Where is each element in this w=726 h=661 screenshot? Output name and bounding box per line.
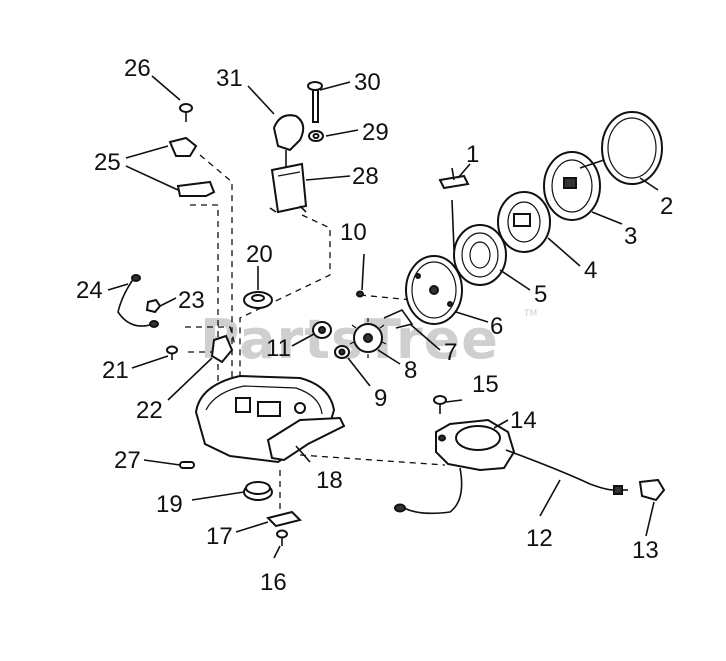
part-29-washer: [308, 130, 324, 142]
part-26-screw: [179, 103, 193, 122]
callout-14: 14: [510, 407, 537, 434]
callout-30: 30: [354, 69, 381, 96]
part-27-pin: [179, 461, 195, 469]
callout-27: 27: [114, 447, 141, 474]
callout-9: 9: [374, 385, 387, 412]
part-30-bolt: [307, 81, 323, 123]
callout-3: 3: [624, 223, 637, 250]
part-6-pulley: [405, 255, 463, 325]
part-17-plate: [266, 510, 302, 528]
callout-10: 10: [340, 219, 367, 246]
part-22-clip: [210, 334, 234, 364]
callout-4: 4: [584, 257, 597, 284]
part-12-ht-lead: [394, 449, 615, 515]
part-7-pawl: [383, 309, 414, 329]
callout-21: 21: [102, 357, 129, 384]
part-25-bracket: [168, 136, 216, 197]
callout-11: 11: [266, 335, 291, 362]
callout-6: 6: [490, 313, 503, 340]
part-24-lead-wire: [117, 274, 159, 328]
callout-13: 13: [632, 537, 659, 564]
callout-28: 28: [352, 163, 379, 190]
part-13-plug-cap: [613, 478, 666, 502]
part-23-nut: [145, 298, 162, 314]
assembly-dashed-lines: [185, 154, 446, 515]
part-14-coil: [435, 418, 516, 472]
leader-lines: [107, 75, 659, 559]
part-15-screw: [433, 395, 447, 414]
part-10-screw: [356, 290, 364, 298]
part-19-bushing: [243, 481, 273, 501]
callout-29: 29: [362, 119, 389, 146]
watermark-tm: TM: [523, 309, 537, 319]
callout-26: 26: [124, 55, 151, 82]
callout-18: 18: [316, 467, 343, 494]
callout-16: 16: [260, 569, 287, 596]
part-31-knob: [272, 114, 305, 168]
part-11-washer: [312, 321, 332, 339]
callout-25: 25: [94, 149, 121, 176]
callout-23: 23: [178, 287, 205, 314]
callout-24: 24: [76, 277, 103, 304]
callout-2: 2: [660, 193, 673, 220]
part-9-cam: [334, 345, 350, 359]
callout-17: 17: [206, 523, 233, 550]
part-18-base-housing: [194, 374, 346, 464]
callout-31: 31: [216, 65, 243, 92]
part-2-cover: [579, 111, 663, 185]
part-4-reel: [497, 191, 551, 253]
callout-20: 20: [246, 241, 273, 268]
callout-15: 15: [472, 371, 499, 398]
callout-19: 19: [156, 491, 183, 518]
part-28-switch: [269, 162, 308, 214]
part-5-spring: [451, 199, 507, 286]
part-21-screw: [166, 345, 178, 360]
part-3-cup: [543, 151, 601, 221]
callout-7: 7: [444, 339, 457, 366]
callout-5: 5: [534, 281, 547, 308]
callout-1: 1: [466, 141, 479, 168]
part-1-handle: [438, 167, 470, 190]
callout-12: 12: [526, 525, 553, 552]
callout-labels: 26 31 30 29 28 25 1 2 3 4 5 6 7 8 9 10 1…: [76, 55, 673, 596]
part-20-grommet: [243, 291, 273, 309]
callout-22: 22: [136, 397, 163, 424]
part-8-gear: [349, 318, 387, 358]
callout-8: 8: [404, 357, 417, 384]
part-16-screw: [276, 529, 288, 546]
